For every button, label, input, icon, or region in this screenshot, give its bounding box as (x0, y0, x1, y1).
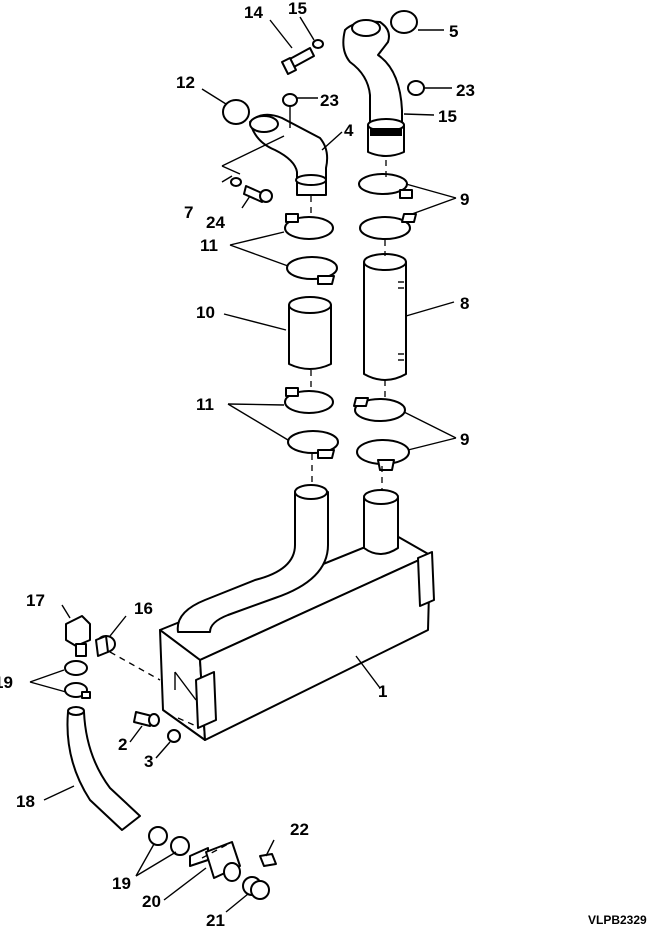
hose-18 (66, 706, 141, 831)
callout-18: 18 (16, 792, 35, 811)
callout-16: 16 (134, 599, 153, 618)
clamp-11-upper-b (286, 256, 338, 285)
core-outlet-tube (363, 489, 399, 555)
clamp-11-upper-a (284, 213, 334, 240)
callout-5: 5 (449, 22, 458, 41)
callout-23: 23 (456, 81, 475, 100)
callout-labels: 14 15 5 12 23 23 15 4 9 7 24 11 10 8 11 … (0, 0, 475, 930)
reference-code: VLPB2329 (588, 913, 647, 927)
clamp-11-lower-a (284, 387, 334, 414)
clamp-9-upper-a (358, 173, 413, 199)
bolt-22 (259, 853, 277, 867)
callout-19: 19 (0, 673, 13, 692)
fitting-16 (95, 635, 116, 657)
callout-17: 17 (26, 591, 45, 610)
clamp-19-lower (148, 826, 190, 856)
callout-15: 15 (438, 107, 457, 126)
callout-11: 11 (196, 395, 214, 414)
callout-19: 19 (112, 874, 131, 893)
callout-1: 1 (378, 682, 387, 701)
callout-21: 21 (206, 911, 225, 930)
intercooler-core (159, 534, 435, 741)
washer-15 (312, 39, 324, 49)
bolt-24 (243, 185, 273, 203)
leader-lines (29, 16, 457, 913)
nut-23-top-left (282, 93, 298, 128)
callout-24: 24 (206, 213, 225, 232)
callout-14: 14 (244, 3, 263, 22)
callout-11: 11 (200, 236, 218, 255)
callout-9: 9 (460, 190, 469, 209)
hose-10 (288, 296, 332, 370)
hose-8 (363, 253, 407, 381)
bolt-2 (133, 711, 160, 727)
core-inlet-tube (176, 484, 329, 633)
callout-4: 4 (344, 121, 354, 140)
clamp-11-lower-b (287, 430, 339, 459)
right-elbow-pipe (342, 19, 405, 157)
nut-3 (167, 729, 181, 743)
callout-23: 23 (320, 91, 339, 110)
callout-3: 3 (144, 752, 153, 771)
clamp-9-upper-b (359, 213, 417, 240)
washer-7 (230, 177, 242, 187)
clamp-9-lower-b (356, 439, 410, 471)
o-ring-5 (390, 10, 418, 34)
callout-20: 20 (142, 892, 161, 911)
callout-2: 2 (118, 735, 127, 754)
callout-22: 22 (290, 820, 309, 839)
callout-8: 8 (460, 294, 469, 313)
clamp-19-upper (64, 660, 91, 699)
bolt-14 (281, 47, 315, 75)
elbow-fitting-17 (65, 615, 91, 657)
callout-7: 7 (184, 203, 193, 222)
callout-10: 10 (196, 303, 215, 322)
plug-21 (242, 876, 270, 900)
alignment-lines (109, 160, 387, 859)
left-elbow-pipe (249, 113, 329, 196)
o-ring-12 (222, 99, 250, 125)
callout-9: 9 (460, 430, 469, 449)
clamp-9-lower-a (353, 397, 406, 422)
callout-15: 15 (288, 0, 307, 18)
callout-12: 12 (176, 73, 195, 92)
nut-23-top-right (407, 80, 425, 96)
